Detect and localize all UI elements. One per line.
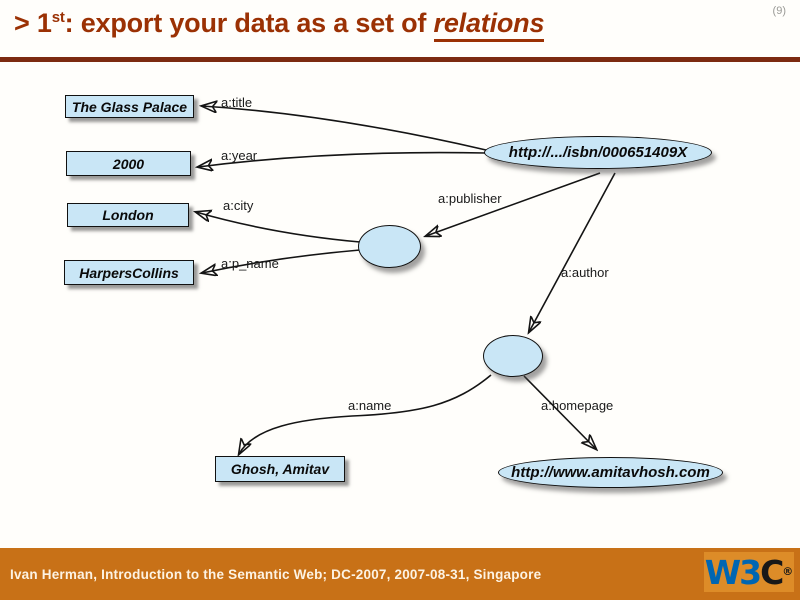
edge-label-a-year: a:year — [221, 148, 258, 163]
edge-label-a-homepage: a:homepage — [541, 398, 614, 413]
edge-label-a-title: a:title — [221, 95, 253, 110]
title-prefix: > 1 — [14, 8, 52, 38]
edge-label-a-name: a:name — [348, 398, 392, 413]
edge-a-author-arrow — [529, 172, 616, 332]
node-box-the-glass-palace: The Glass Palace — [65, 95, 194, 118]
node-box-ghosh-amitav: Ghosh, Amitav — [215, 456, 345, 482]
node-ellipse-author-blank — [483, 335, 543, 377]
node-ellipse-isbn-uri: http://.../isbn/000651409X — [484, 136, 712, 169]
node-box-london: London — [67, 203, 189, 227]
title-divider — [0, 57, 800, 62]
w3c-logo-c: C — [760, 552, 784, 592]
node-box-harperscollins: HarpersCollins — [64, 260, 194, 285]
page-number: (9) — [772, 5, 786, 17]
node-ellipse-publisher-blank — [358, 225, 421, 268]
w3c-logo-w3: W3 — [704, 552, 762, 592]
edge-label-a-city: a:city — [223, 198, 254, 213]
footer-bar: Ivan Herman, Introduction to the Semanti… — [0, 548, 800, 600]
edge-a-name-arrow — [239, 374, 492, 454]
slide-title: > 1st: export your data as a set of rela… — [14, 8, 544, 42]
node-box-2000: 2000 — [66, 151, 191, 176]
node-ellipse-homepage-uri: http://www.amitavhosh.com — [498, 457, 723, 488]
title-emphasis: relations — [433, 8, 544, 42]
edge-label-a-p-name: a:p_name — [221, 256, 279, 271]
footer-text: Ivan Herman, Introduction to the Semanti… — [10, 566, 542, 582]
title-rest: : export your data as a set of — [64, 8, 434, 38]
title-superscript: st — [51, 9, 65, 26]
edge-label-a-author: a:author — [561, 265, 609, 280]
edge-label-a-publisher: a:publisher — [438, 191, 502, 206]
edge-a-city-arrow — [196, 212, 361, 243]
edge-a-title-arrow — [202, 106, 487, 151]
